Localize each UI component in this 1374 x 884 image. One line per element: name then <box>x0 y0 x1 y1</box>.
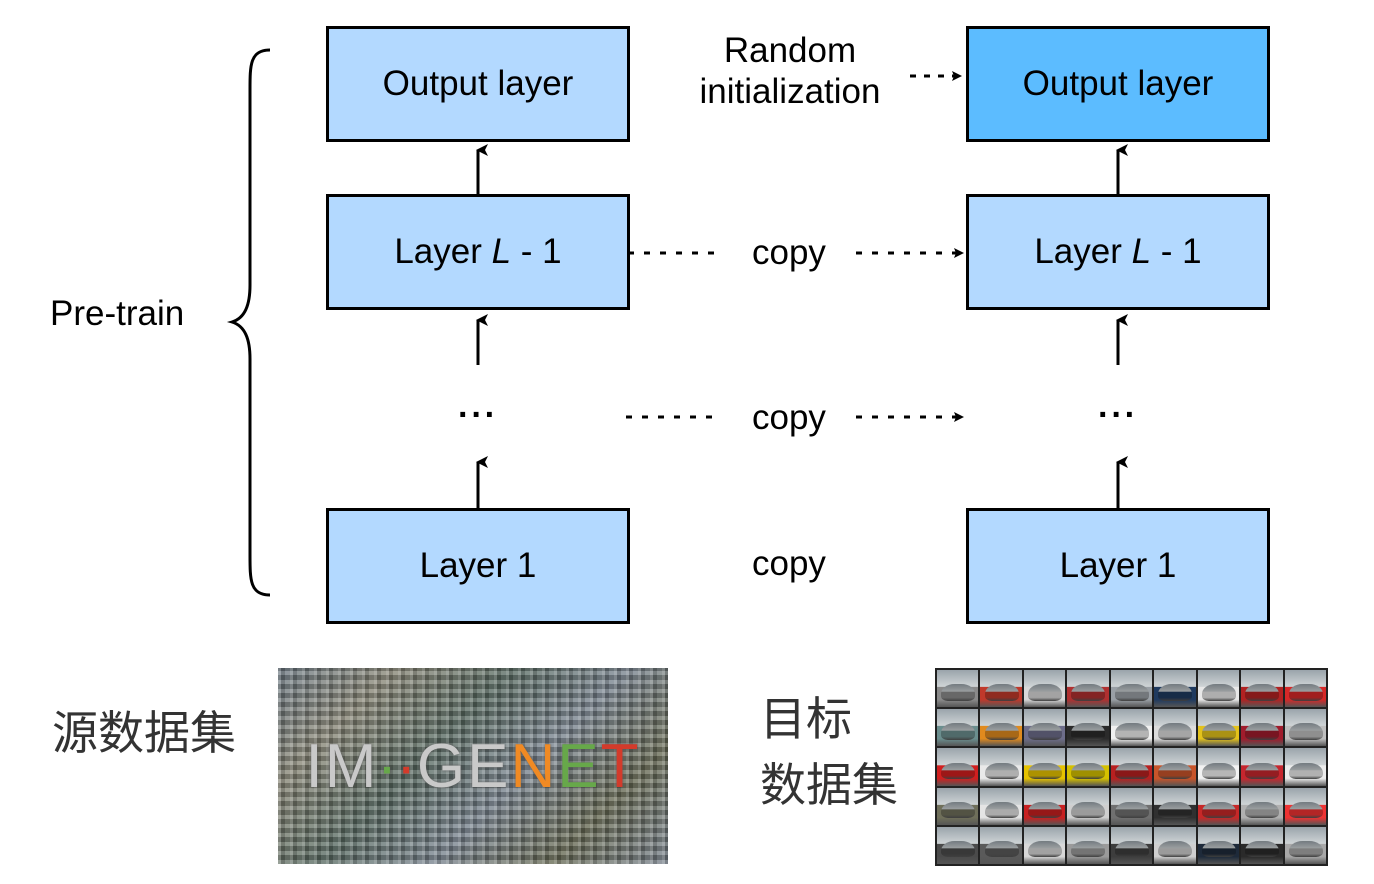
car-thumbnail <box>1197 748 1240 786</box>
source-dataset-label: 源数据集 <box>52 706 236 760</box>
car-thumbnail <box>937 826 979 864</box>
car-thumbnail <box>980 787 1022 825</box>
car-thumbnail <box>1197 826 1240 864</box>
imagenet-mosaic-image: IM∙∙GENET <box>278 668 668 864</box>
car-thumbnail <box>1284 748 1326 786</box>
car-thumbnail <box>937 670 979 708</box>
car-thumbnail <box>1023 748 1066 786</box>
car-thumbnail <box>980 709 1022 747</box>
car-thumbnail <box>1197 670 1240 708</box>
car-thumbnail <box>1023 709 1066 747</box>
car-thumbnail <box>1284 670 1326 708</box>
target-output-layer: Output layer <box>966 26 1270 142</box>
car-thumbnail <box>1154 748 1196 786</box>
car-thumbnail <box>1284 787 1326 825</box>
target-output-layer-label: Output layer <box>1022 64 1214 103</box>
car-thumbnail <box>980 826 1022 864</box>
car-thumbnail <box>1110 670 1153 708</box>
car-thumbnail <box>980 748 1022 786</box>
car-thumbnail <box>980 670 1022 708</box>
car-thumbnail <box>1023 826 1066 864</box>
car-thumbnail <box>1241 787 1283 825</box>
car-thumbnail <box>1284 709 1326 747</box>
car-thumbnail <box>1067 826 1109 864</box>
car-thumbnail <box>1154 826 1196 864</box>
car-thumbnail <box>1241 670 1283 708</box>
car-thumbnail <box>937 709 979 747</box>
car-thumbnail <box>1110 748 1153 786</box>
car-thumbnail <box>1023 670 1066 708</box>
car-thumbnail <box>1110 826 1153 864</box>
target-layer-1-label: Layer 1 <box>1059 546 1177 585</box>
car-dataset-grid-image <box>935 668 1328 866</box>
car-thumbnail <box>1110 787 1153 825</box>
car-thumbnail <box>1241 748 1283 786</box>
car-thumbnail <box>937 748 979 786</box>
target-layer-1: Layer 1 <box>966 508 1270 624</box>
car-thumbnail <box>1197 787 1240 825</box>
car-thumbnail <box>1284 826 1326 864</box>
car-thumbnail <box>1067 670 1109 708</box>
copy-label-middle: copy <box>752 398 826 437</box>
car-thumbnail <box>1241 826 1283 864</box>
target-ellipsis: ··· <box>1098 396 1138 434</box>
source-ellipsis: ··· <box>458 396 498 434</box>
source-output-layer-label: Output layer <box>382 64 574 103</box>
car-thumbnail <box>1154 787 1196 825</box>
copy-label-layer-l: copy <box>752 233 826 272</box>
random-init-label: Random initialization <box>699 31 881 111</box>
target-layer-l-label: Layer L - 1 <box>1034 232 1202 271</box>
imagenet-logo-text: IM∙∙GENET <box>305 731 641 801</box>
target-dataset-label: 目标 数据集 <box>760 692 898 812</box>
car-thumbnail <box>1023 787 1066 825</box>
copy-label-layer-1: copy <box>752 544 826 583</box>
car-thumbnail <box>1154 670 1196 708</box>
car-thumbnail <box>1110 709 1153 747</box>
source-layer-1-label: Layer 1 <box>419 546 537 585</box>
car-thumbnail <box>1197 709 1240 747</box>
source-layer-l-minus-1: Layer L - 1 <box>326 194 630 310</box>
source-layer-1: Layer 1 <box>326 508 630 624</box>
car-thumbnail <box>1154 709 1196 747</box>
car-thumbnail <box>937 787 979 825</box>
pretrain-label: Pre-train <box>50 294 185 333</box>
target-layer-l-minus-1: Layer L - 1 <box>966 194 1270 310</box>
source-output-layer: Output layer <box>326 26 630 142</box>
car-thumbnail <box>1241 709 1283 747</box>
car-thumbnail <box>1067 787 1109 825</box>
source-layer-l-label: Layer L - 1 <box>394 232 562 271</box>
car-thumbnail <box>1067 709 1109 747</box>
pretrain-brace <box>226 48 271 597</box>
car-thumbnail <box>1067 748 1109 786</box>
